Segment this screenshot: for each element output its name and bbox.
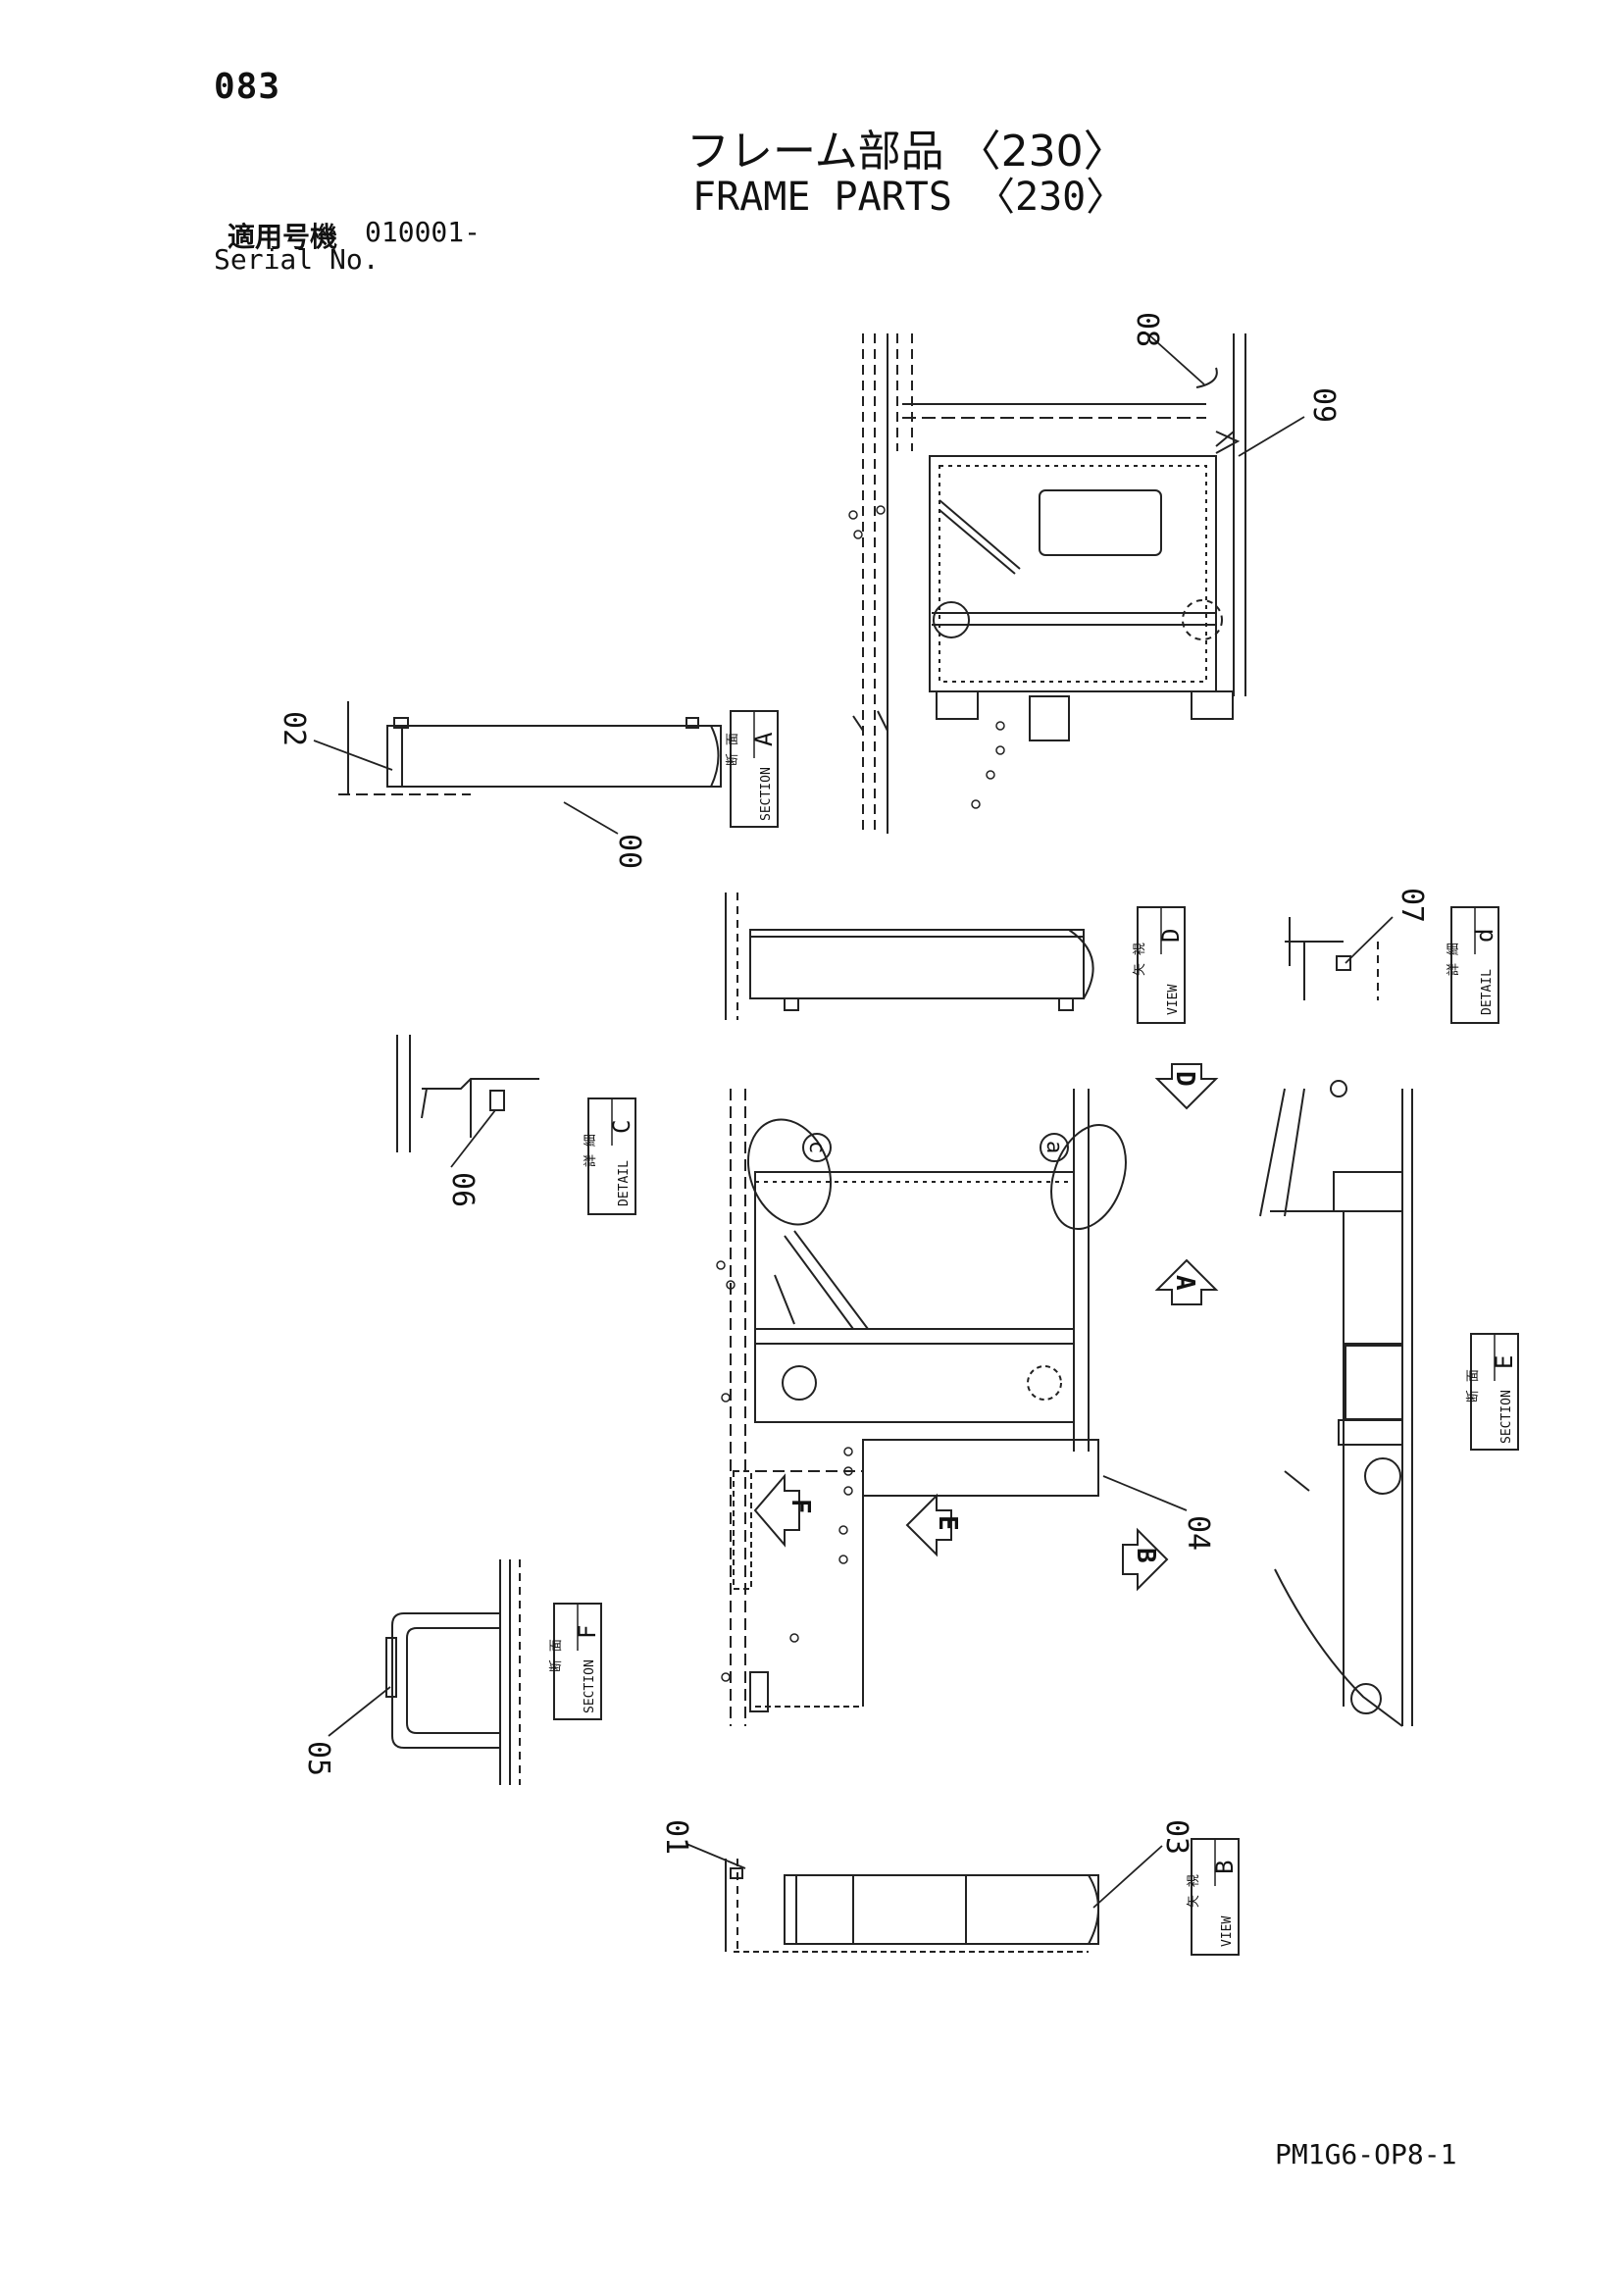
detail-circle-c-letter: c — [804, 1141, 829, 1153]
tag-detail-d-letter: d — [1471, 929, 1498, 943]
view-d-drawing — [725, 893, 1094, 1020]
serial-value: 010001- — [365, 216, 482, 248]
main-frame-view — [730, 1089, 1127, 1726]
tag-section-e-en: SECTION — [1499, 1390, 1514, 1444]
callout-03: 03 — [1159, 1819, 1193, 1855]
tag-section-f-letter: F — [574, 1625, 601, 1639]
tag-view-b-jp: 矢 視 — [1187, 1874, 1201, 1908]
tag-section-a-letter: A — [750, 732, 778, 746]
arrow-b-letter: B — [1131, 1548, 1160, 1563]
tag-detail-d-jp: 詳 細 — [1446, 943, 1461, 976]
arrow-f-letter: F — [786, 1499, 815, 1514]
callout-01: 01 — [659, 1819, 693, 1855]
tag-view-b-en: VIEW — [1220, 1916, 1235, 1947]
serial-label-en: Serial No. — [214, 243, 380, 276]
tag-section-e-letter: E — [1491, 1355, 1518, 1369]
page-number: 083 — [214, 67, 281, 107]
view-arrow-b — [1122, 1527, 1169, 1592]
tag-view-d-jp: 矢 視 — [1133, 943, 1147, 976]
view-arrow-a — [1154, 1258, 1219, 1305]
view-arrow-f — [753, 1473, 800, 1548]
detail-circle-c: c — [802, 1133, 832, 1162]
detail-c-drawing — [396, 1035, 539, 1152]
tag-section-f-jp: 断 面 — [549, 1639, 564, 1672]
section-f-view — [385, 1559, 521, 1785]
arrow-a-letter: A — [1170, 1275, 1199, 1291]
view-b-drawing — [725, 1859, 1099, 1953]
leader-lines — [313, 332, 1394, 1909]
callout-02: 02 — [277, 711, 311, 746]
view-arrow-d — [1154, 1063, 1219, 1110]
tag-detail-c-letter: C — [608, 1120, 635, 1134]
tag-detail-c: 詳 細 DETAIL C — [583, 1097, 636, 1215]
bolt-holes — [716, 505, 1005, 1682]
top-view-assembly — [852, 333, 1246, 834]
tag-section-e: 断 面 SECTION E — [1466, 1333, 1519, 1451]
tag-section-f: 断 面 SECTION F — [549, 1603, 602, 1720]
tag-detail-c-jp: 詳 細 — [583, 1134, 598, 1167]
tag-detail-d: 詳 細 DETAIL d — [1446, 906, 1499, 1024]
tag-section-e-jp: 断 面 — [1466, 1369, 1481, 1403]
arrow-d-letter: D — [1170, 1071, 1199, 1087]
tag-section-a-jp: 断 面 — [726, 733, 740, 766]
callout-07: 07 — [1395, 888, 1429, 923]
callout-06: 06 — [445, 1172, 480, 1207]
tag-section-f-en: SECTION — [583, 1659, 597, 1713]
detail-circle-a-letter: a — [1041, 1141, 1066, 1153]
drawing-code: PM1G6-OP8-1 — [1275, 2138, 1457, 2170]
tag-view-d: 矢 視 VIEW D — [1133, 906, 1186, 1024]
tag-view-d-en: VIEW — [1166, 985, 1181, 1015]
tag-section-a-en: SECTION — [759, 767, 774, 821]
tag-view-b-letter: B — [1211, 1861, 1239, 1874]
tag-view-d-letter: D — [1157, 929, 1185, 943]
section-a-view — [338, 701, 722, 795]
arrow-e-letter: E — [933, 1515, 962, 1531]
tag-detail-d-en: DETAIL — [1480, 969, 1495, 1015]
tag-view-b: 矢 視 VIEW B — [1187, 1838, 1240, 1956]
callout-04: 04 — [1181, 1515, 1215, 1551]
detail-circle-a: a — [1040, 1133, 1069, 1162]
callout-00: 00 — [612, 834, 646, 869]
page-title-jp: フレーム部品 〈230〉 — [686, 127, 1127, 177]
tag-detail-c-en: DETAIL — [617, 1160, 632, 1206]
detail-d-drawing — [1285, 917, 1379, 1000]
tag-section-a: 断 面 SECTION A — [726, 710, 779, 828]
serial-label-jp: 適用号機 — [228, 221, 338, 253]
view-arrow-e — [905, 1493, 952, 1557]
section-e-view — [1259, 1080, 1413, 1727]
callout-09: 09 — [1306, 387, 1341, 423]
page-title-en: FRAME PARTS 〈230〉 — [692, 175, 1126, 220]
callout-08: 08 — [1130, 312, 1164, 347]
callout-05: 05 — [301, 1741, 335, 1776]
